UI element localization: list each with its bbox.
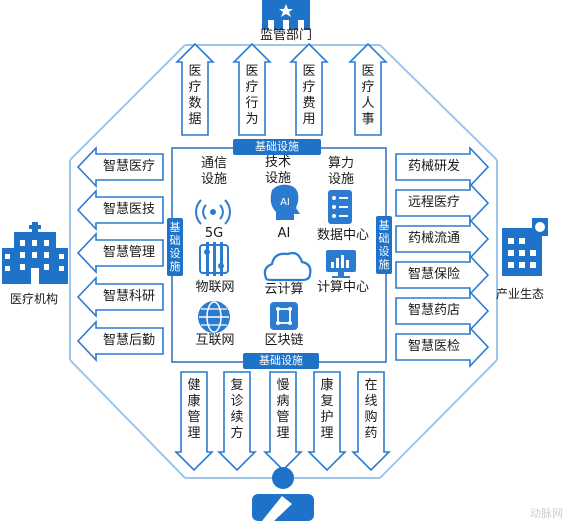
- right-item-3: 药械流通: [407, 231, 460, 246]
- left-item-5: 智慧后勤: [102, 333, 155, 348]
- data-center-icon: [328, 190, 352, 224]
- top-arrow-3: [289, 42, 329, 136]
- right-arrow-2: [395, 181, 490, 225]
- bottom-arrow-4: [307, 371, 347, 472]
- hospital-title: 医疗机构: [10, 292, 59, 306]
- bottom-arrow-2: [217, 371, 257, 472]
- infra-label-left: 基础设施: [167, 218, 183, 276]
- left-item-2: 智慧医技: [102, 202, 155, 217]
- infra-label-bottom: 基础设施: [243, 353, 319, 369]
- bottom-arrows: [174, 371, 391, 472]
- iot-network-icon: [199, 242, 229, 276]
- ai-head-icon: [270, 184, 300, 220]
- hospital-icon: [2, 222, 68, 284]
- right-arrow-5: [395, 289, 490, 333]
- top-item-2: 医疗行为: [245, 64, 259, 127]
- wifi-signal-icon: [195, 199, 231, 225]
- right-arrow-3: [395, 217, 490, 261]
- bottom-item-3: 慢病管理: [276, 378, 290, 441]
- infra-label-top: 基础设施: [233, 139, 321, 155]
- iot-label: 物联网: [195, 280, 235, 295]
- bottom-arrow-5: [351, 371, 391, 472]
- compute-monitor-icon: [326, 250, 356, 278]
- top-item-3: 医疗费用: [302, 64, 316, 127]
- right-arrow-6: [395, 325, 490, 369]
- blockchain-icon: [270, 302, 298, 330]
- left-arrow-1: [76, 145, 164, 189]
- bottom-arrow-3: [263, 371, 303, 472]
- right-item-5: 智慧药店: [407, 303, 460, 318]
- ai-badge: AI: [280, 197, 290, 208]
- watermark: 动脉网: [530, 507, 563, 520]
- left-item-4: 智慧科研: [102, 289, 155, 304]
- blockchain-label: 区块链: [264, 333, 304, 348]
- computecenter-label: 计算中心: [316, 280, 369, 295]
- supervisor-title: 监管部门: [259, 28, 312, 43]
- industry-title: 产业生态: [496, 287, 545, 301]
- top-item-4: 医疗人事: [361, 64, 375, 127]
- government-building-icon: [262, 0, 310, 30]
- left-arrow-3: [76, 231, 164, 275]
- cloud-label: 云计算: [264, 282, 304, 297]
- industry-building-icon: [502, 218, 548, 276]
- compute-facilities-title: 算力设施: [327, 156, 354, 187]
- left-arrow-2: [76, 188, 164, 232]
- bottom-arrow-1: [174, 371, 214, 472]
- bottom-item-4: 康复护理: [320, 378, 334, 441]
- left-item-1: 智慧医疗: [102, 159, 155, 174]
- left-item-3: 智慧管理: [102, 245, 155, 260]
- bottom-item-2: 复诊续方: [230, 378, 244, 441]
- right-item-1: 药械研发: [407, 159, 460, 174]
- patient-person-icon: [252, 467, 314, 521]
- bottom-item-1: 健康管理: [187, 378, 201, 441]
- globe-icon: [198, 301, 230, 333]
- internet-label: 互联网: [195, 333, 235, 348]
- right-item-6: 智慧医检: [407, 339, 460, 354]
- left-arrows: [76, 145, 164, 363]
- top-arrows: [175, 42, 388, 136]
- ai-label: AI: [277, 226, 291, 241]
- right-item-2: 远程医疗: [407, 195, 460, 210]
- right-arrow-4: [395, 253, 490, 297]
- left-arrow-5: [76, 319, 164, 363]
- left-arrow-4: [76, 275, 164, 319]
- cloud-icon: [263, 251, 312, 282]
- top-arrow-4: [348, 42, 388, 136]
- infra-label-right: 基础设施: [376, 216, 392, 274]
- datacenter-label: 数据中心: [316, 228, 369, 243]
- right-arrow-1: [395, 145, 490, 189]
- tech-facilities-title: 技术设施: [264, 155, 291, 186]
- right-arrows: [395, 145, 490, 369]
- top-item-1: 医疗数据: [188, 64, 202, 127]
- comm-facilities-title: 通信设施: [200, 156, 227, 187]
- top-arrow-1: [175, 42, 215, 136]
- right-item-4: 智慧保险: [407, 267, 460, 282]
- bottom-item-5: 在线购药: [364, 378, 378, 441]
- top-arrow-2: [232, 42, 272, 136]
- fiveg-label: 5G: [204, 226, 224, 241]
